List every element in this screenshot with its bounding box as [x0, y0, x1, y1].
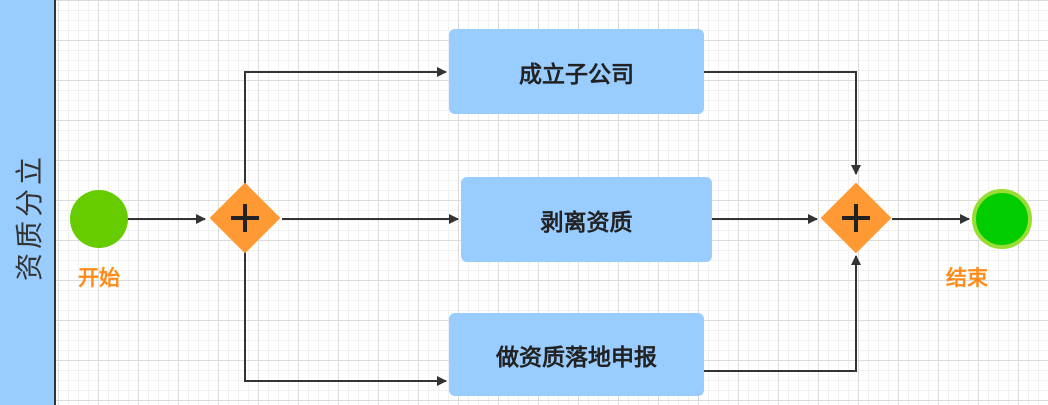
flow-task-c-to-join[interactable]: [704, 255, 861, 372]
flow-task-a-to-join[interactable]: [704, 71, 861, 175]
plus-icon: [842, 204, 870, 232]
end-event-label: 结束: [946, 266, 988, 290]
task-establish-subsidiary[interactable]: 成立子公司: [449, 29, 704, 114]
end-event[interactable]: [972, 189, 1032, 249]
task-divest-qualification[interactable]: 剥离资质: [461, 177, 712, 262]
swimlane-header: 资质分立: [0, 0, 56, 405]
flow-split-to-task-c[interactable]: [244, 244, 447, 386]
plus-icon: [231, 204, 259, 232]
start-event[interactable]: [70, 190, 128, 248]
task-qualification-filing[interactable]: 做资质落地申报: [449, 313, 704, 396]
flow-split-to-task-a[interactable]: [244, 67, 447, 194]
start-event-label: 开始: [78, 266, 120, 290]
